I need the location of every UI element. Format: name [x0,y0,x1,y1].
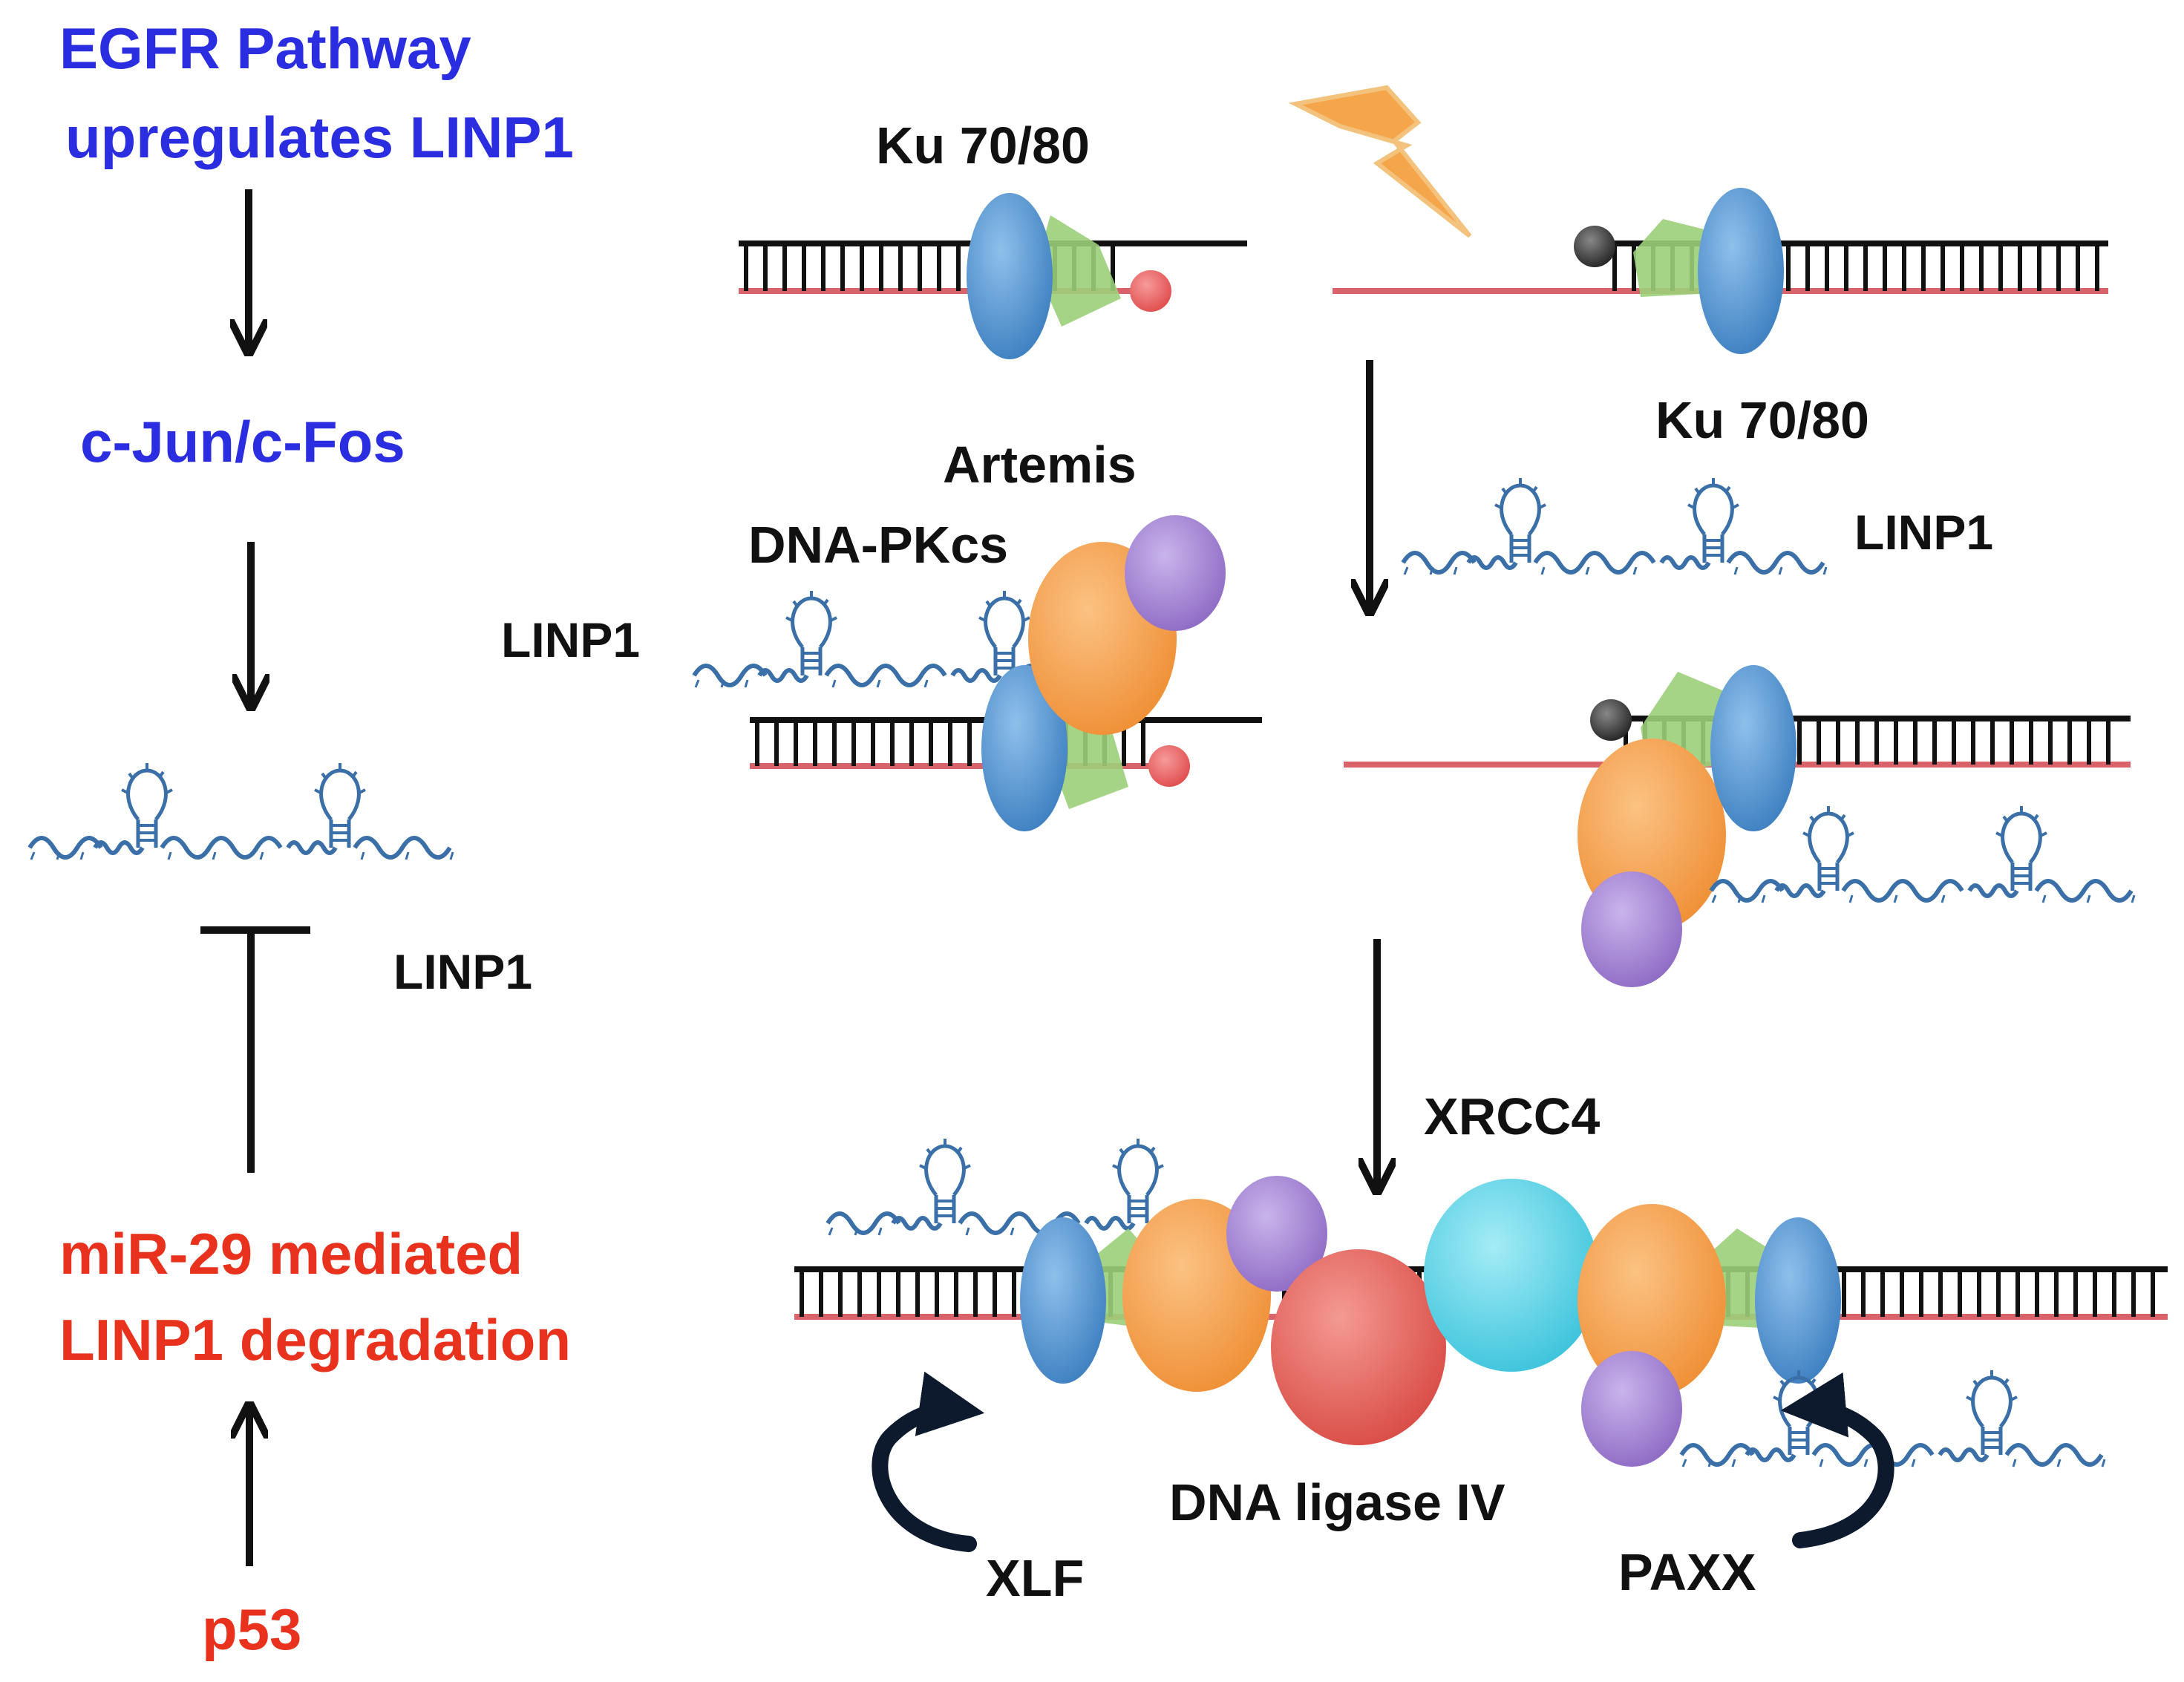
linp1-label-stage2-right: LINP1 [1854,505,1993,560]
linp1-lncrna-ligation-right [1681,1370,2105,1467]
egfr-label-line2: upregulates LINP1 [65,105,574,170]
ku-label-left: Ku 70/80 [876,117,1090,174]
stage-dnapkcs-artemis: Artemis DNA-PKcs LINP1 LINP1 [501,436,2134,987]
xlf-label: XLF [986,1549,1084,1607]
black-end-dot [1574,226,1615,267]
black-end-dot [1590,699,1632,741]
ku-label-right: Ku 70/80 [1655,391,1869,449]
lightning-bolt-icon [1288,85,1472,238]
ku-ellipse-stage2-right [1710,665,1796,831]
artemis-ellipse-stage2-right [1581,871,1682,987]
xlf-curved-arrow-icon [872,1371,985,1552]
linp1-lncrna-left [30,763,453,860]
artemis-ellipse-ligation-right [1581,1351,1682,1467]
dna-end-right-top [1333,188,2108,354]
dna-end-left-top [739,193,1247,359]
dna-ligase-iv-ellipse [1271,1249,1446,1445]
stage-dsb-ku: Ku 70/80 Ku 70/80 [739,85,2108,449]
artemis-ellipse-stage2-left [1125,515,1226,631]
linp1-label-stage2-left: LINP1 [501,612,640,667]
mir29-label-line2: LINP1 degradation [59,1307,571,1372]
left-pathway: EGFR Pathway upregulates LINP1 c-Jun/c-F… [30,16,574,1662]
xrcc4-ellipse [1424,1179,1599,1372]
dna-ligase-iv-label: DNA ligase IV [1169,1473,1505,1531]
paxx-curved-arrow-icon [1780,1372,1894,1548]
dna-pkcs-label: DNA-PKcs [748,516,1008,574]
mir29-label-line1: miR-29 mediated [59,1221,523,1286]
dna-pkcs-ellipse-ligation-right [1577,1204,1726,1397]
ku-ellipse-left [967,193,1053,359]
ku-ellipse-ligation-right [1755,1217,1841,1384]
linp1-label-left: LINP1 [393,944,532,999]
ku-ellipse-ligation-left [1020,1217,1106,1384]
ku-ellipse-right [1698,188,1784,354]
xrcc4-label: XRCC4 [1424,1087,1600,1145]
artemis-ellipse-ligation-left [1226,1176,1327,1292]
p53-label: p53 [202,1597,301,1662]
dna-pkcs-green-marker [1036,215,1121,327]
cjun-cfos-label: c-Jun/c-Fos [80,409,405,474]
paxx-label: PAXX [1618,1543,1756,1601]
stage-ligation-complex: DNA ligase IV XLF PAXX [794,1139,2168,1607]
red-end-dot [1130,270,1171,312]
artemis-label: Artemis [943,436,1137,494]
dna-pkcs-green-marker [1633,219,1715,297]
linp1-lncrna-free [1403,478,1826,575]
egfr-label-line1: EGFR Pathway [59,16,471,81]
red-end-dot [1148,745,1190,787]
ku-ellipse-stage2-left [981,665,1068,831]
